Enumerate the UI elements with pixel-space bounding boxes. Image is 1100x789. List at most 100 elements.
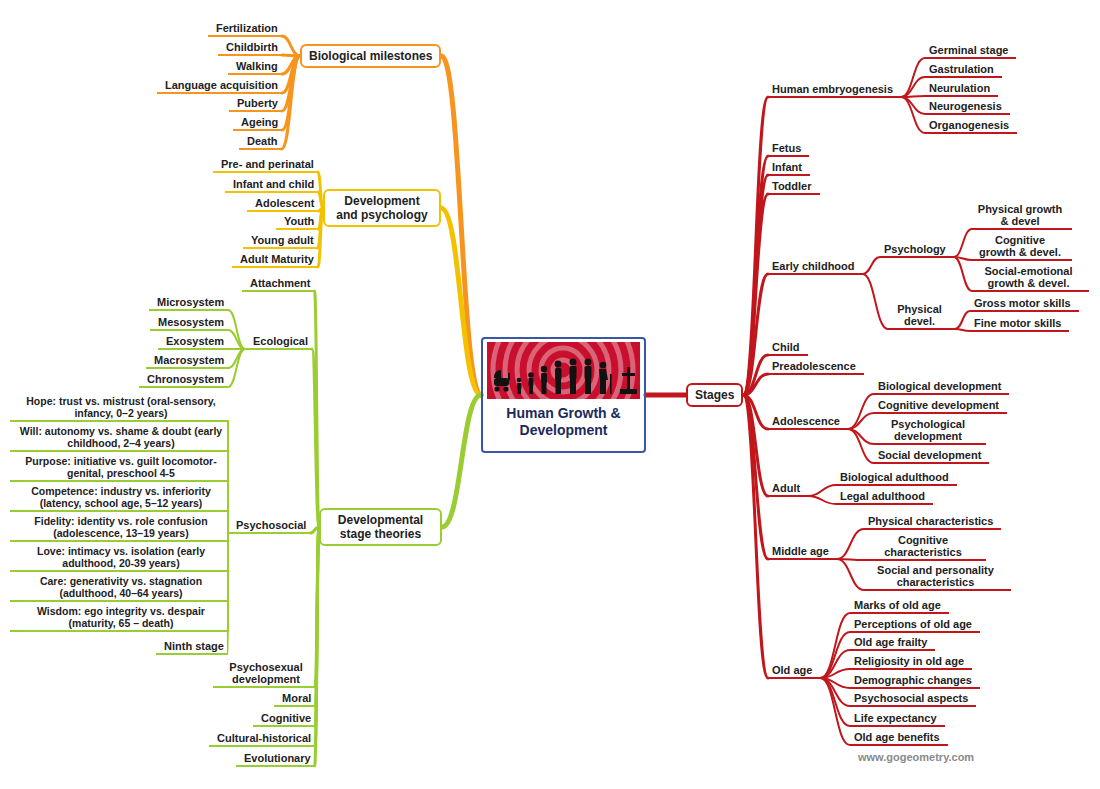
topic-label: Fertilization	[208, 21, 282, 37]
branch-line	[441, 208, 481, 395]
branch-box: Biological milestones	[300, 44, 441, 68]
topic-text: Moral	[282, 692, 311, 704]
topic-label: Physical characteristics	[864, 514, 1001, 530]
topic-text: Fidelity: identity vs. role confusion (a…	[18, 515, 224, 539]
topic-text: Purpose: initiative vs. guilt locomotor-…	[18, 455, 224, 479]
topic-text: Youth	[284, 215, 314, 227]
branch-line	[954, 257, 972, 291]
topic-label: Life expectancy	[850, 711, 945, 727]
topic-label: Social-emotional growth & devel.	[972, 264, 1089, 292]
branch-line	[227, 421, 229, 533]
banner-rings	[493, 342, 633, 399]
topic-label: Preadolescence	[768, 359, 864, 375]
topic-text: Cognitive development	[878, 399, 999, 411]
topic-text: Old age benefits	[854, 731, 940, 743]
topic-label: Old age	[768, 663, 820, 679]
topic-text: Psychosexual development	[221, 661, 311, 685]
topic-text: Fertilization	[216, 22, 278, 34]
topic-label: Infant and child	[225, 177, 318, 193]
topic-text: Adolescence	[772, 415, 840, 427]
growth-illustration	[487, 342, 640, 399]
topic-text: Organogenesis	[929, 119, 1009, 131]
topic-label: Adolescent	[247, 196, 318, 212]
branch-line	[848, 394, 874, 429]
topic-label: Language acquisition	[157, 78, 282, 94]
branch-line	[282, 56, 300, 149]
topic-text: Mesosystem	[158, 316, 224, 328]
topic-label: Adult Maturity	[232, 252, 318, 268]
topic-text: Care: generativity vs. stagnation (adult…	[18, 575, 224, 599]
topic-text: Infant	[772, 161, 802, 173]
topic-text: Evolutionary	[244, 752, 311, 764]
topic-text: Human embryogenesis	[772, 83, 893, 95]
branch-line	[820, 613, 850, 678]
topic-label: Psychology	[880, 242, 954, 258]
topic-label: Social development	[874, 448, 989, 464]
topic-label: Wisdom: ego integrity vs. despair (matur…	[10, 604, 228, 632]
topic-label: Walking	[228, 59, 282, 75]
topic-label: Marks of old age	[850, 598, 949, 614]
topic-label: Old age benefits	[850, 730, 948, 746]
topic-label: Physical devel.	[888, 302, 955, 330]
branch-line	[282, 36, 300, 56]
topic-text: Cognitive characteristics	[868, 534, 978, 558]
topic-text: Psychosocial aspects	[854, 692, 968, 704]
branch-line	[228, 310, 245, 349]
branch-line	[837, 559, 864, 590]
topic-label: Human embryogenesis	[768, 82, 901, 98]
branch-line	[863, 257, 880, 274]
branch-line	[955, 329, 970, 331]
topic-label: Death	[239, 134, 282, 150]
topic-text: Biological adulthood	[840, 471, 949, 483]
topic-text: Physical characteristics	[868, 515, 993, 527]
topic-text: Development and psychology	[332, 194, 432, 222]
topic-label: Early childhood	[768, 259, 863, 275]
topic-text: Death	[247, 135, 278, 147]
topic-text: Attachment	[250, 277, 311, 289]
branch-line	[901, 77, 925, 97]
topic-text: Microsystem	[157, 296, 224, 308]
topic-text: Social and personality characteristics	[868, 564, 1003, 588]
branch-box: Stages	[686, 383, 743, 407]
branch-box: Development and psychology	[323, 189, 441, 227]
topic-text: Human Growth & Development	[487, 405, 640, 439]
branch-line	[820, 650, 850, 678]
topic-text: Adolescent	[255, 197, 314, 209]
branch-box: Developmental stage theories	[319, 508, 442, 546]
topic-text: Ninth stage	[164, 640, 224, 652]
topic-label: Gross motor skills	[970, 296, 1079, 312]
topic-label: Fidelity: identity vs. role confusion (a…	[10, 514, 228, 542]
topic-text: Legal adulthood	[840, 490, 925, 502]
topic-label: Germinal stage	[925, 43, 1016, 59]
branch-line	[743, 395, 768, 678]
topic-text: Walking	[236, 60, 278, 72]
topic-label: Fine motor skills	[970, 316, 1069, 332]
topic-label: Cognitive	[253, 711, 315, 727]
topic-text: Old age frailty	[854, 636, 927, 648]
topic-text: Fetus	[772, 142, 801, 154]
branch-line	[646, 393, 686, 398]
topic-label: Macrosystem	[146, 353, 228, 369]
topic-label: Gastrulation	[925, 62, 1002, 78]
topic-label: Social and personality characteristics	[864, 563, 1011, 591]
topic-label: Perceptions of old age	[850, 617, 980, 633]
topic-text: Stages	[695, 388, 734, 402]
branch-line	[315, 527, 319, 766]
topic-label: Old age frailty	[850, 635, 935, 651]
branch-line	[820, 632, 850, 678]
topic-text: Germinal stage	[929, 44, 1008, 56]
topic-text: Neurulation	[929, 82, 990, 94]
topic-text: Biological milestones	[309, 49, 432, 63]
topic-label: Organogenesis	[925, 118, 1017, 134]
topic-label: Cognitive characteristics	[864, 533, 986, 561]
topic-text: Cultural-historical	[217, 732, 311, 744]
topic-label: Ecological	[245, 334, 312, 350]
branch-line	[820, 678, 850, 745]
topic-label: Care: generativity vs. stagnation (adult…	[10, 574, 228, 602]
topic-text: Ageing	[241, 116, 278, 128]
branch-line	[227, 533, 229, 654]
topic-text: Preadolescence	[772, 360, 856, 372]
branch-line	[743, 274, 768, 395]
topic-label: Physical growth & devel	[972, 202, 1072, 230]
